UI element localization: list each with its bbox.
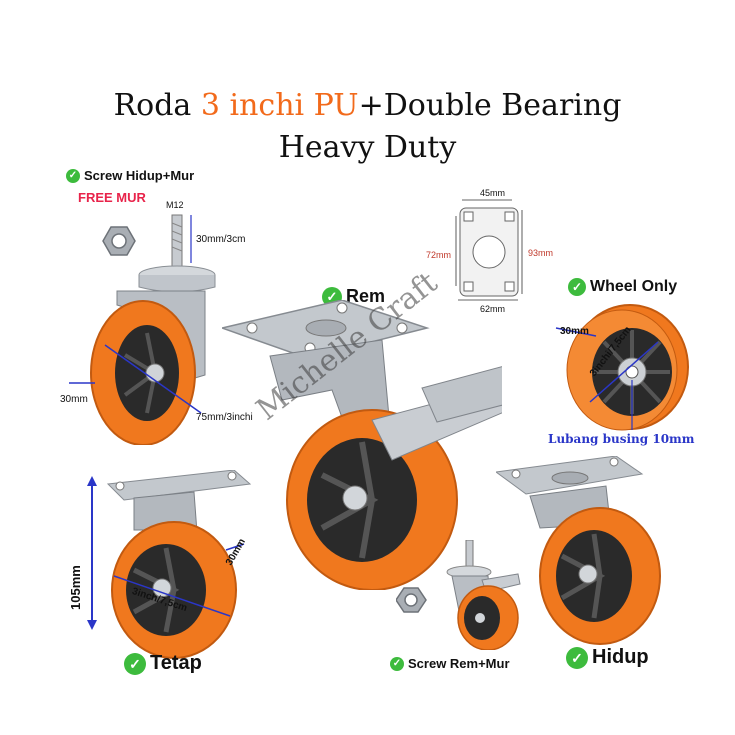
check-icon: ✓ xyxy=(566,646,588,669)
wheel-only-label: ✓ Wheel Only xyxy=(568,278,677,296)
check-icon: ✓ xyxy=(124,652,146,675)
swivel-screw-caster-image xyxy=(69,214,216,445)
lubang-busing-label: Lubang busing 10mm xyxy=(548,432,695,446)
swivel-caster-image xyxy=(496,456,661,645)
screw-rem-mur-text: Screw Rem+Mur xyxy=(408,656,510,671)
title-line-1: Roda 3 inchi PU+Double Bearing xyxy=(0,88,735,123)
free-mur-label: FREE MUR xyxy=(78,190,146,205)
check-icon: ✓ xyxy=(390,656,404,671)
plate-height-right-label: 93mm xyxy=(528,248,554,258)
tetap-label: ✓ Tetap xyxy=(124,652,202,675)
tetap-text: Tetap xyxy=(150,652,202,674)
title-highlight: 3 inchi PU xyxy=(200,88,359,123)
wheel-only-image xyxy=(555,304,689,431)
plate-width-bottom-label: 62mm xyxy=(480,304,506,314)
plate-diagram xyxy=(455,199,523,301)
title-suffix: +Double Bearing xyxy=(358,88,622,123)
fixed-caster-image xyxy=(87,470,252,659)
stem-height-label: 30mm/3cm xyxy=(196,234,246,245)
screw-hidup-mur-text: Screw Hidup+Mur xyxy=(84,168,195,183)
check-icon: ✓ xyxy=(66,168,80,183)
brake-caster-image xyxy=(222,300,502,590)
hidup-label: ✓ Hidup xyxy=(566,646,649,669)
screw-rem-mur-label: ✓ Screw Rem+Mur xyxy=(390,656,510,671)
height-105mm-label: 105mm xyxy=(68,565,83,610)
hidup-text: Hidup xyxy=(592,646,649,668)
title-line-2: Heavy Duty xyxy=(278,130,457,165)
check-icon: ✓ xyxy=(568,278,586,296)
rem-text: Rem xyxy=(346,286,386,306)
wheel-width-label-left: 30mm xyxy=(60,394,88,405)
screw-brake-caster-image xyxy=(396,540,521,650)
plate-width-top-label: 45mm xyxy=(480,188,506,198)
m12-label: M12 xyxy=(166,200,184,210)
wheel-only-text: Wheel Only xyxy=(590,278,678,295)
screw-hidup-mur-label: ✓ Screw Hidup+Mur xyxy=(66,168,194,183)
wheel-diameter-label: 75mm/3inchi xyxy=(196,412,253,423)
plate-height-left-label: 72mm xyxy=(426,250,452,260)
title-prefix: Roda xyxy=(113,88,201,123)
wheel-width-label: 30mm xyxy=(560,326,589,337)
